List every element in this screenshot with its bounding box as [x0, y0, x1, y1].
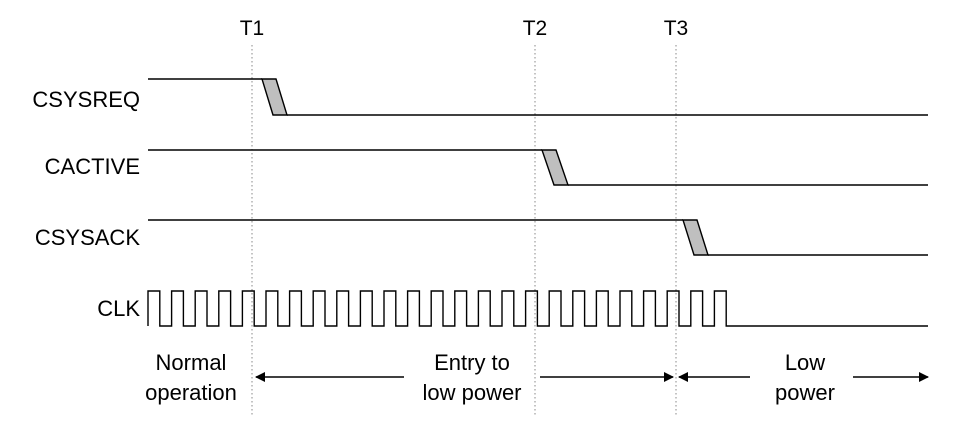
- waveform-csysack: [148, 219, 928, 256]
- phase-normal-line2: operation: [145, 380, 237, 405]
- transition-csysack: [682, 219, 709, 256]
- waveform-clk: [147, 290, 928, 327]
- phase-low-line2: power: [775, 380, 835, 405]
- signal-label-csysreq: CSYSREQ: [32, 87, 140, 112]
- waveform-cactive: [148, 149, 928, 186]
- transition-cactive: [541, 149, 569, 186]
- time-marker-t1: T1: [240, 17, 265, 40]
- phase-low-line1: Low: [785, 350, 825, 375]
- signal-label-clk: CLK: [97, 296, 140, 321]
- waveform-csysreq: [148, 78, 928, 116]
- phase-entry-line2: low power: [422, 380, 521, 405]
- phase-normal-line1: Normal: [156, 350, 227, 375]
- signal-label-csysack: CSYSACK: [35, 225, 140, 250]
- time-guide-lines: [251, 45, 677, 415]
- signal-label-cactive: CACTIVE: [45, 154, 140, 179]
- time-marker-t3: T3: [664, 17, 689, 40]
- transition-csysreq: [261, 78, 288, 116]
- time-marker-t2: T2: [523, 17, 548, 40]
- phase-entry-line1: Entry to: [434, 350, 510, 375]
